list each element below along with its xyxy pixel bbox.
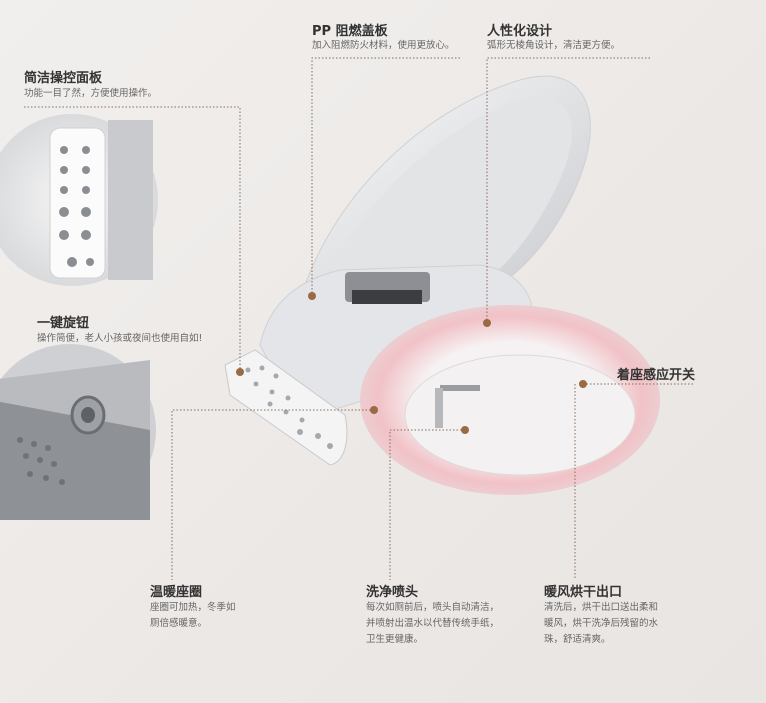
feature-desc-design: 弧形无棱角设计，清洁更方便。 — [487, 40, 621, 51]
desc-line: 厕倍感暖意。 — [150, 618, 208, 629]
side-control-panel — [224, 349, 348, 466]
toilet-lid — [299, 75, 591, 301]
knob-closeup — [0, 344, 156, 520]
desc-line: 并喷射出温水以代替传统手纸， — [366, 618, 500, 629]
desc-line: 卫生更健康。 — [366, 634, 424, 645]
desc-line: 珠，舒适清爽。 — [544, 634, 611, 645]
feature-title-dryer: 暖风烘干出口 — [544, 585, 623, 600]
feature-desc-lid: 加入阻燃防火材料，使用更放心。 — [312, 40, 455, 51]
feature-desc-heated-seat: 座圈可加热，冬季如 厕倍感暖意。 — [150, 600, 236, 632]
desc-line: 暖风，烘干洗净后残留的水 — [544, 618, 659, 629]
feature-title-nozzle: 洗净喷头 — [366, 585, 419, 600]
feature-desc-nozzle: 每次如厕前后，喷头自动清洁， 并喷射出温水以代替传统手纸， 卫生更健康。 — [366, 600, 499, 648]
desc-line: 清洗后，烘干出口送出柔和 — [544, 602, 659, 613]
feature-title-lid: PP 阻燃盖板 — [312, 24, 388, 39]
feature-desc-dryer: 清洗后，烘干出口送出柔和 暖风，烘干洗净后残留的水 珠，舒适清爽。 — [544, 600, 658, 648]
feature-title-heated-seat: 温暖座圈 — [150, 585, 203, 600]
desc-line: 每次如厕前后，喷头自动清洁， — [366, 602, 500, 613]
desc-line: 座圈可加热，冬季如 — [150, 602, 236, 613]
feature-title-panel: 简洁操控面板 — [24, 71, 103, 86]
callout-dots — [236, 292, 587, 434]
toilet-seat — [259, 264, 660, 495]
feature-desc-knob: 操作简便，老人小孩或夜间也使用自如! — [37, 333, 203, 344]
leader-lines — [24, 57, 695, 580]
feature-title-knob: 一键旋钮 — [37, 316, 90, 331]
feature-desc-panel: 功能一目了然，方便使用操作。 — [24, 88, 158, 99]
control-panel-closeup — [0, 114, 158, 286]
feature-title-sensor: 着座感应开关 — [617, 368, 696, 383]
feature-title-design: 人性化设计 — [487, 24, 553, 39]
